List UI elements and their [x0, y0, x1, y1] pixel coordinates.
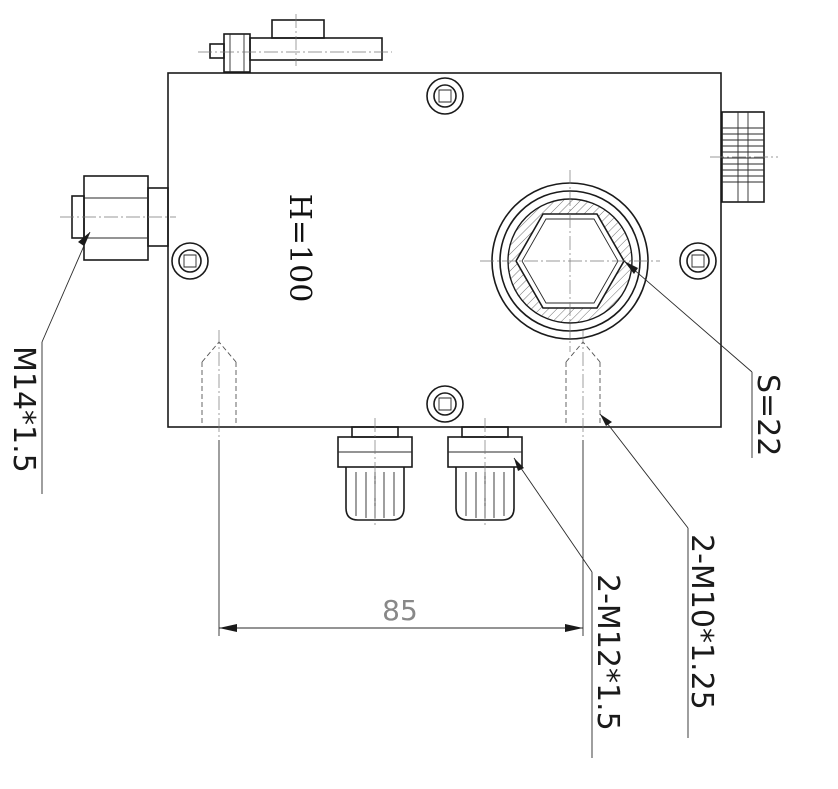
callout-m14: M14*1.5: [6, 346, 41, 473]
callout-m10: 2-M10*1.25: [684, 534, 719, 710]
leader-m10: 2-M10*1.25: [599, 413, 719, 738]
leader-s22: S=22: [623, 260, 785, 458]
valve-block-body: [167, 72, 722, 428]
mounting-bolt-left: [171, 242, 209, 280]
height-label: H=100: [282, 194, 317, 303]
hidden-hole-left: [201, 330, 237, 440]
leader-m12: 2-M12*1.5: [513, 457, 625, 758]
bottom-fitting-left: [337, 418, 413, 528]
callout-m12: 2-M12*1.5: [590, 574, 625, 731]
bottom-fitting-right: [447, 418, 523, 528]
large-port-s22: [480, 170, 660, 352]
mounting-bolt-bottom: [426, 385, 464, 423]
left-fitting-m14: [60, 175, 176, 261]
right-adjust-screws: [710, 111, 778, 203]
dimension-85-label: 85: [382, 594, 418, 627]
callout-s22: S=22: [750, 374, 785, 456]
mounting-bolt-right: [679, 242, 717, 280]
leader-m14: M14*1.5: [6, 231, 91, 494]
hidden-hole-right: [565, 330, 601, 440]
dimension-85: 85: [218, 440, 584, 636]
mounting-bolt-top: [426, 77, 464, 115]
top-valve-fitting: [198, 14, 392, 73]
